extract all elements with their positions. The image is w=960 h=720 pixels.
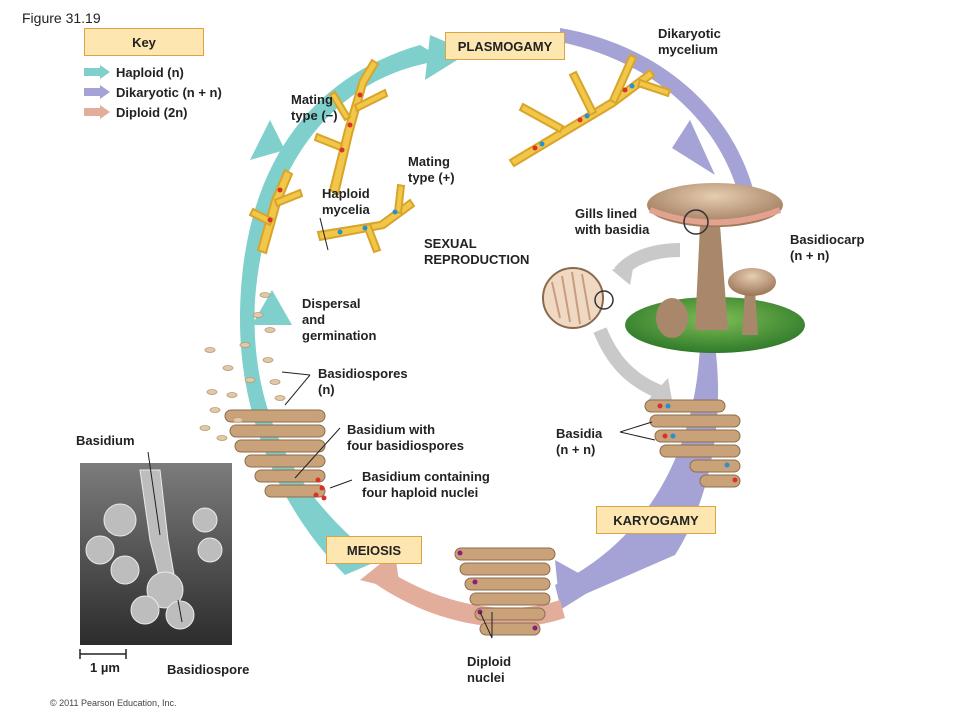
mushroom-bud — [656, 298, 688, 338]
haploid-arrow-icon — [84, 65, 110, 79]
label-gills-lined: Gills lined with basidia — [575, 206, 650, 237]
key-row-haploid: Haploid (n) — [84, 64, 184, 80]
gill-zoom-marker — [683, 209, 709, 235]
key-diploid-text: Diploid (2n) — [116, 104, 188, 120]
label-basidia: Basidia (n + n) — [556, 426, 603, 457]
dikaryotic-cycle-lower — [555, 345, 719, 605]
haploid-mycelia-plus — [316, 183, 416, 254]
dikaryotic-arrowhead-bottom — [555, 560, 600, 610]
key-haploid-text: Haploid (n) — [116, 64, 184, 80]
label-basidium: Basidium — [76, 433, 135, 448]
stage-meiosis: MEIOSIS — [326, 536, 422, 564]
label-scale: 1 µm — [90, 660, 120, 675]
basidia-nuclei — [657, 403, 738, 483]
key-title: Key — [84, 28, 204, 56]
label-dispersal: Dispersal and germination — [302, 296, 377, 343]
mushroom-small-cap — [728, 268, 776, 296]
diploid-basidia-cluster — [454, 547, 556, 636]
haploid-nuclei — [267, 92, 398, 235]
basidia-zoom-marker — [594, 290, 614, 310]
basidium-cluster-left — [224, 409, 326, 498]
gray-arrowhead-lower — [648, 378, 672, 400]
gray-arrowhead-upper — [612, 258, 635, 285]
key-row-diploid: Diploid (2n) — [84, 104, 188, 120]
haploid-arrowhead-2 — [250, 120, 285, 160]
haploid-mycelia-minus-2 — [248, 168, 304, 255]
dikaryotic-arrowhead-top — [672, 120, 715, 175]
stage-karyogamy: KARYOGAMY — [596, 506, 716, 534]
copyright-text: © 2011 Pearson Education, Inc. — [50, 698, 177, 708]
diploid-arrow-icon — [84, 105, 110, 119]
label-basidiocarp: Basidiocarp (n + n) — [790, 232, 865, 263]
label-sexual-reproduction: SEXUAL REPRODUCTION — [424, 236, 530, 267]
label-basidiospore: Basidiospore — [167, 662, 250, 677]
mushroom-small-stalk — [742, 290, 758, 335]
label-basidium-with-four: Basidium with four basidiospores — [347, 422, 465, 453]
mushroom-main-cap — [647, 183, 783, 227]
label-mating-plus: Mating type (+) — [408, 154, 455, 185]
stage-plasmogamy: PLASMOGAMY — [445, 32, 565, 60]
label-basidiospores: Basidiospores (n) — [318, 366, 408, 397]
key-row-dikaryotic: Dikaryotic (n + n) — [84, 84, 222, 100]
label-diploid-nuclei: Diploid nuclei — [467, 654, 512, 685]
dikaryotic-mycelium — [508, 53, 672, 168]
figure-label: Figure 31.19 — [22, 10, 101, 26]
sem-structures — [85, 469, 223, 630]
haploid-nuclei-basidium — [313, 477, 327, 501]
haploid-mycelia-minus — [313, 58, 389, 196]
basidiospores-scatter — [199, 292, 286, 441]
dikaryotic-arrow-icon — [84, 85, 110, 99]
haploid-arrowhead-3 — [252, 290, 292, 325]
label-basidium-containing: Basidium containing four haploid nuclei — [362, 469, 490, 500]
dikaryotic-nuclei — [532, 83, 635, 151]
label-dikaryotic-mycelium: Dikaryotic mycelium — [658, 26, 721, 57]
mushroom-gills — [648, 207, 782, 226]
key-dikaryotic-text: Dikaryotic (n + n) — [116, 84, 222, 100]
gray-arrow-lower — [593, 327, 663, 399]
mushroom-main-stalk — [695, 225, 728, 330]
gill-closeup-lines — [551, 271, 591, 325]
label-mating-minus: Mating type (−) — [291, 92, 338, 123]
label-haploid-mycelia: Haploid mycelia — [322, 186, 370, 217]
dikaryotic-cycle-arrow — [560, 28, 756, 200]
leader-lines — [147, 217, 656, 639]
